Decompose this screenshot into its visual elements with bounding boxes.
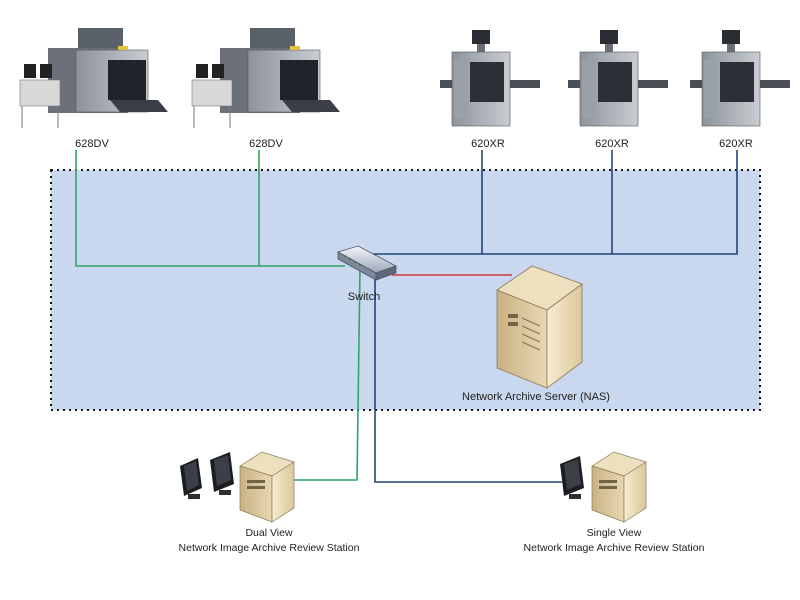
- monitor-icon: [210, 452, 234, 495]
- xray-620xr-machine: [440, 30, 540, 127]
- switch-icon: [336, 245, 397, 281]
- computer-tower-icon: [591, 451, 647, 523]
- device-label-620xr: 620XR: [595, 138, 629, 150]
- single-view-station: [560, 451, 647, 523]
- nas-label: Network Archive Server (NAS): [462, 391, 610, 403]
- xray-620xr-machine: [690, 30, 790, 127]
- device-label-628dv: 628DV: [249, 138, 283, 150]
- xray-628dv-machine: [191, 28, 340, 128]
- single-station-title: Single View: [587, 527, 642, 539]
- monitor-icon: [180, 458, 202, 499]
- xray-628dv-machine: [19, 28, 168, 128]
- nas-server-icon: [496, 265, 583, 389]
- device-label-628dv: 628DV: [75, 138, 109, 150]
- link-628dv-1: [75, 150, 345, 267]
- monitor-icon: [560, 456, 584, 499]
- dual-station-subtitle: Network Image Archive Review Station: [179, 542, 360, 554]
- computer-tower-icon: [239, 451, 295, 523]
- switch-label: Switch: [348, 291, 380, 303]
- single-station-subtitle: Network Image Archive Review Station: [524, 542, 705, 554]
- device-label-620xr: 620XR: [719, 138, 753, 150]
- link-620xr-all: [372, 150, 738, 255]
- dual-station-title: Dual View: [245, 527, 292, 539]
- device-label-620xr: 620XR: [471, 138, 505, 150]
- link-dual-station: [294, 267, 361, 481]
- link-single-station: [374, 268, 562, 483]
- blue-links: [372, 150, 738, 483]
- dual-view-station: [180, 451, 295, 523]
- green-links: [75, 150, 361, 481]
- xray-620xr-machine: [568, 30, 668, 127]
- network-zone: [50, 169, 761, 411]
